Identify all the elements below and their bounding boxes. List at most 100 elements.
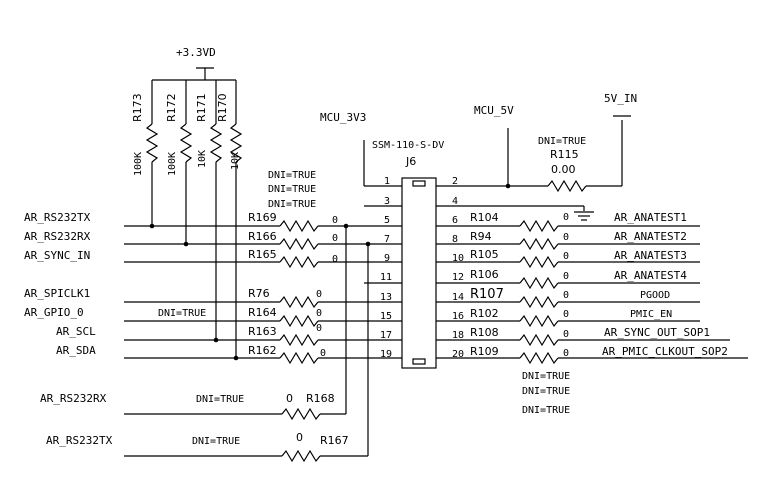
net-pmic-en: PMIC_EN bbox=[630, 309, 672, 320]
r115-value: 0.00 bbox=[551, 163, 576, 176]
r109-body bbox=[519, 351, 559, 365]
r104-body bbox=[519, 219, 559, 233]
r167-body bbox=[281, 449, 321, 463]
pin-5: 5 bbox=[384, 215, 390, 226]
r108-value: 0 bbox=[563, 329, 569, 340]
r94-body bbox=[519, 237, 559, 251]
r106-body bbox=[519, 276, 559, 290]
r169-ref: R169 bbox=[248, 211, 277, 224]
r164-value: 0 bbox=[316, 308, 322, 319]
pin-9: 9 bbox=[384, 253, 390, 264]
net-ar-scl: AR_SCL bbox=[56, 325, 96, 338]
pin-19: 19 bbox=[380, 349, 392, 360]
j6-key-top bbox=[412, 180, 426, 187]
r162-body bbox=[279, 351, 319, 365]
net-ar-sda: AR_SDA bbox=[56, 344, 96, 357]
net-ar-anatest4: AR_ANATEST4 bbox=[614, 269, 687, 282]
j6-body bbox=[401, 177, 437, 369]
pin-12: 12 bbox=[452, 272, 464, 283]
r171-body bbox=[209, 123, 223, 163]
r102-resistor: R102 0 bbox=[470, 307, 569, 328]
pin-3: 3 bbox=[384, 196, 390, 207]
net-pgood: PGOOD bbox=[640, 290, 670, 301]
r171-value: 10K bbox=[197, 150, 208, 168]
r173-body bbox=[145, 123, 159, 163]
label-5v-in: 5V_IN bbox=[604, 92, 637, 105]
r107-value: 0 bbox=[563, 290, 569, 301]
dni-label-r167: DNI=TRUE bbox=[192, 436, 240, 447]
r167-value: 0 bbox=[296, 431, 303, 444]
pin-20: 20 bbox=[452, 349, 464, 360]
r166-value: 0 bbox=[332, 233, 338, 244]
r106-ref: R106 bbox=[470, 268, 499, 281]
r163-value: 0 bbox=[316, 323, 322, 334]
r76-body bbox=[279, 295, 319, 309]
r163-body bbox=[279, 333, 319, 347]
r108-body bbox=[519, 333, 559, 347]
r164-ref: R164 bbox=[248, 306, 277, 319]
r115-body bbox=[547, 179, 587, 193]
junction-r172 bbox=[183, 241, 189, 247]
r94-value: 0 bbox=[563, 232, 569, 243]
label-mcu-5v: MCU_5V bbox=[474, 104, 514, 117]
r104-ref: R104 bbox=[470, 211, 499, 224]
r104-resistor: R104 0 bbox=[470, 211, 569, 233]
r107-resistor: R107 0 bbox=[470, 287, 569, 309]
net-ar-sync-in: AR_SYNC_IN bbox=[24, 249, 90, 262]
net-ar-anatest3: AR_ANATEST3 bbox=[614, 249, 687, 262]
net-bottom-rs232tx: AR_RS232TX bbox=[46, 434, 113, 447]
r94-resistor: R94 0 bbox=[470, 230, 569, 251]
r107-body bbox=[519, 295, 559, 309]
r105-ref: R105 bbox=[470, 248, 499, 261]
pin-11: 11 bbox=[380, 272, 392, 283]
dni-label-r1: DNI=TRUE bbox=[522, 371, 570, 382]
r109-ref: R109 bbox=[470, 345, 499, 358]
r109-value: 0 bbox=[563, 348, 569, 359]
r169-resistor: R169 0 bbox=[248, 211, 338, 233]
r165-resistor: R165 0 bbox=[248, 248, 338, 269]
r94-ref: R94 bbox=[470, 230, 492, 243]
r170-value: 10K bbox=[230, 152, 241, 170]
r172-body bbox=[179, 123, 193, 163]
dni-label-r3: DNI=TRUE bbox=[522, 405, 570, 416]
r172-value: 100K bbox=[167, 152, 178, 176]
dni-label-r168: DNI=TRUE bbox=[196, 394, 244, 405]
r165-ref: R165 bbox=[248, 248, 277, 261]
r166-resistor: R166 0 bbox=[248, 230, 338, 251]
r109-resistor: R109 0 bbox=[470, 345, 569, 365]
dni-label-l2: DNI=TRUE bbox=[268, 184, 316, 195]
pin-4: 4 bbox=[452, 196, 458, 207]
r166-ref: R166 bbox=[248, 230, 277, 243]
r172-ref: R172 bbox=[165, 93, 178, 122]
pin-16: 16 bbox=[452, 311, 464, 322]
r108-ref: R108 bbox=[470, 326, 499, 339]
r171-ref: R171 bbox=[195, 93, 208, 122]
r105-value: 0 bbox=[563, 251, 569, 262]
net-bottom-rs232rx: AR_RS232RX bbox=[40, 392, 107, 405]
net-ar-rs232tx: AR_RS232TX bbox=[24, 211, 91, 224]
pin-15: 15 bbox=[380, 311, 392, 322]
dni-label-r115: DNI=TRUE bbox=[538, 136, 586, 147]
r167-ref: R167 bbox=[320, 434, 349, 447]
r164-body bbox=[279, 314, 319, 328]
supply-label-3v3: +3.3VD bbox=[176, 46, 216, 59]
net-ar-sync-out-sop1: AR_SYNC_OUT_SOP1 bbox=[604, 326, 710, 339]
r170-ref: R170 bbox=[216, 93, 229, 122]
r76-value: 0 bbox=[316, 289, 322, 300]
r102-value: 0 bbox=[563, 309, 569, 320]
r170-body bbox=[229, 123, 243, 163]
pin-18: 18 bbox=[452, 330, 464, 341]
junction-bus-tx bbox=[343, 223, 349, 229]
j6-part: SSM-110-S-DV bbox=[372, 140, 444, 151]
j6-ref: J6 bbox=[405, 155, 416, 168]
r102-ref: R102 bbox=[470, 307, 499, 320]
r165-body bbox=[279, 255, 319, 269]
dni-label-gpio: DNI=TRUE bbox=[158, 308, 206, 319]
pin-14: 14 bbox=[452, 292, 464, 303]
junction-r170 bbox=[233, 355, 239, 361]
junction-r173 bbox=[149, 223, 155, 229]
net-ar-pmic-clkout-sop2: AR_PMIC_CLKOUT_SOP2 bbox=[602, 345, 728, 358]
r168-body bbox=[281, 407, 321, 421]
